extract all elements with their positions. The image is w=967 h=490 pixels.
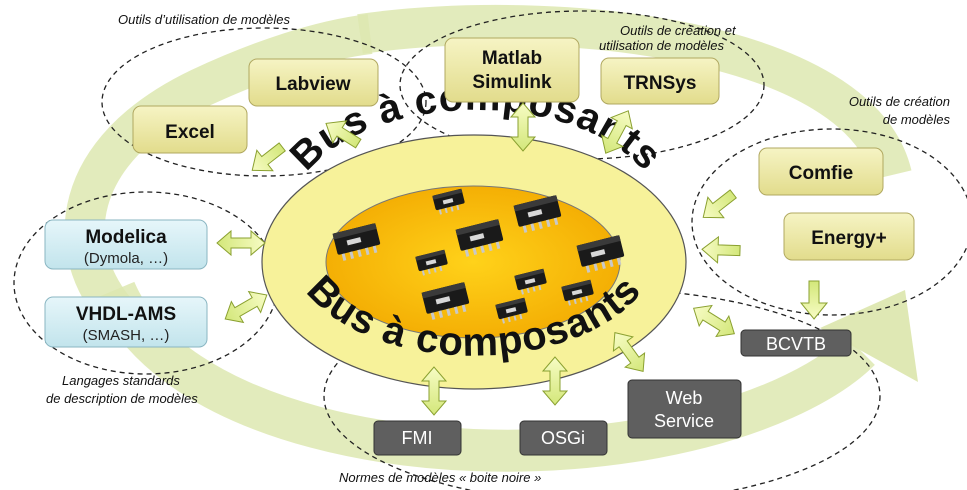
energyplus-box[interactable]: Energy+ xyxy=(783,212,915,261)
modelica-sub-label: (Dymola, …) xyxy=(84,250,168,267)
arrow-from-energyplus-icon xyxy=(701,235,741,265)
excel-label: Excel xyxy=(165,122,215,143)
vhdl-ams-box[interactable]: VHDL-AMS (SMASH, …) xyxy=(44,296,208,348)
norms-caption: Normes de modèles « boite noire » xyxy=(339,470,541,485)
excel-box[interactable]: Excel xyxy=(132,105,248,154)
service-label: Service xyxy=(654,411,714,431)
vhdl-ams-sub-label: (SMASH, …) xyxy=(83,327,170,344)
norms-ellipse xyxy=(323,288,881,490)
labview-box[interactable]: Labview xyxy=(248,58,379,107)
arrow-vhdl-icon xyxy=(218,284,274,330)
creation-usage-caption-line1: Outils de création et xyxy=(620,23,737,38)
languages-caption-line2: de description de modèles xyxy=(46,391,198,406)
arrow-from-comfie-icon xyxy=(694,183,742,229)
trnsys-box[interactable]: TRNSys xyxy=(600,57,720,105)
arrow-bcvtb-icon xyxy=(686,297,742,345)
osgi-label: OSGi xyxy=(541,428,585,448)
matlab-label: Matlab xyxy=(482,48,542,69)
labview-label: Labview xyxy=(276,74,351,95)
web-label: Web xyxy=(666,388,703,408)
energyplus-label: Energy+ xyxy=(811,228,887,249)
trnsys-label: TRNSys xyxy=(624,73,697,94)
languages-caption-line1: Langages standards xyxy=(62,373,180,388)
usage-tools-ellipse xyxy=(101,27,427,177)
vhdl-ams-label: VHDL-AMS xyxy=(76,304,176,325)
osgi-box[interactable]: OSGi xyxy=(519,420,608,456)
bcvtb-box[interactable]: BCVTB xyxy=(740,329,852,357)
bcvtb-label: BCVTB xyxy=(766,334,826,354)
creation-tools-ellipse xyxy=(691,128,967,316)
webservice-box[interactable]: Web Service xyxy=(627,379,742,439)
usage-tools-caption: Outils d’utilisation de modèles xyxy=(118,12,290,27)
matlab-simulink-box[interactable]: Matlab Simulink xyxy=(444,37,580,103)
component-bus xyxy=(261,134,687,390)
fmi-label: FMI xyxy=(402,428,433,448)
creation-tools-caption-line2: de modèles xyxy=(883,112,951,127)
creation-tools-caption-line1: Outils de création xyxy=(849,94,950,109)
simulink-label: Simulink xyxy=(472,72,552,93)
comfie-box[interactable]: Comfie xyxy=(758,147,884,196)
fmi-box[interactable]: FMI xyxy=(373,420,462,456)
modelica-label: Modelica xyxy=(85,227,167,248)
modelica-box[interactable]: Modelica (Dymola, …) xyxy=(44,219,208,270)
comfie-label: Comfie xyxy=(789,163,853,184)
creation-usage-caption-line2: utilisation de modèles xyxy=(599,38,725,53)
arrow-to-excel-icon xyxy=(243,136,291,182)
